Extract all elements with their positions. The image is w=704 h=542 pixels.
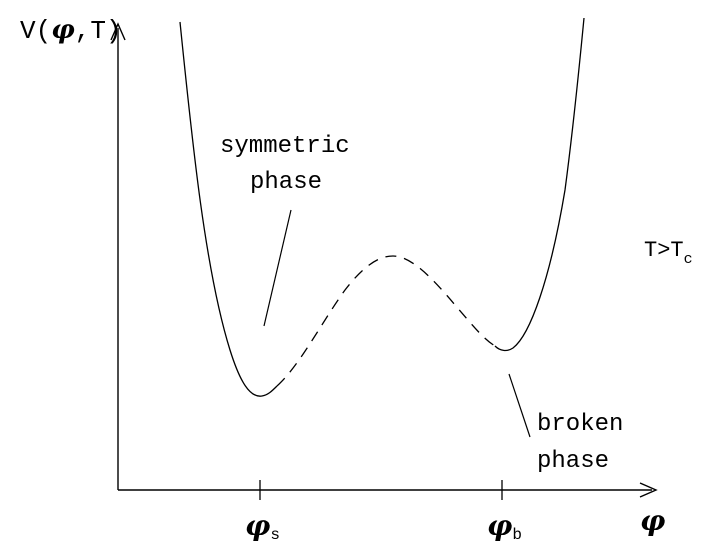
y-axis-label-suffix: ,T) [75, 16, 122, 46]
symmetric-phase-label-line2: phase [250, 169, 322, 196]
symmetric-phase-pointer [263, 209, 292, 327]
condition-main: T>T [644, 238, 684, 263]
tick-label-phi-b: φb [487, 509, 522, 542]
tick-label-phi-s: φs [245, 509, 280, 542]
x-axis-label: φ [640, 504, 666, 537]
y-axis-label-phi: φ [51, 15, 75, 45]
x-axis [118, 482, 658, 498]
symmetric-phase-label-line1: symmetric [220, 133, 350, 160]
x-axis-arrowhead [639, 482, 658, 498]
broken-phase-label-line1: broken [537, 411, 623, 438]
condition-sub: c [684, 251, 693, 268]
potential-curve-left-solid [179, 21, 278, 397]
y-axis [110, 22, 126, 490]
broken-phase-label-line2: phase [537, 448, 609, 475]
tick-label-phi-b-symbol: φ [487, 509, 513, 542]
tick-label-phi-s-sub: s [270, 526, 280, 542]
potential-curve-right-solid [494, 17, 585, 352]
tick-label-phi-s-symbol: φ [245, 509, 271, 542]
condition-label: T>Tc [644, 238, 693, 268]
y-axis-arrowhead [110, 22, 126, 41]
broken-phase-pointer [508, 373, 531, 438]
tick-label-phi-b-sub: b [512, 526, 522, 542]
y-axis-label: V(φ,T) [20, 15, 122, 46]
y-axis-label-prefix: V( [20, 16, 51, 46]
potential-curve-barrier-dashed [276, 255, 496, 387]
